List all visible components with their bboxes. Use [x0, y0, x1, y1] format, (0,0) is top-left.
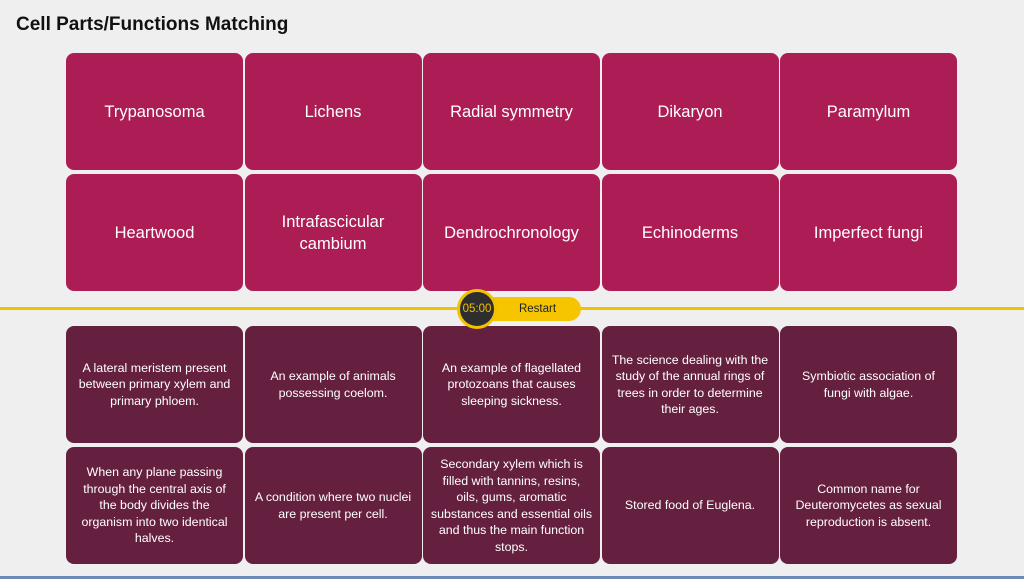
- term-tile[interactable]: Echinoderms: [601, 174, 779, 291]
- term-tile[interactable]: Trypanosoma: [66, 53, 243, 170]
- definition-tile[interactable]: The science dealing with the study of th…: [601, 326, 779, 443]
- term-tile[interactable]: Paramylum: [780, 53, 957, 170]
- definition-tile[interactable]: Stored food of Euglena.: [601, 447, 779, 564]
- term-tile[interactable]: Lichens: [244, 53, 422, 170]
- term-tile[interactable]: Dendrochronology: [423, 174, 600, 291]
- term-tile[interactable]: Radial symmetry: [423, 53, 600, 170]
- term-tile[interactable]: Heartwood: [66, 174, 243, 291]
- term-tile[interactable]: Dikaryon: [601, 53, 779, 170]
- definition-tile[interactable]: An example of flagellated protozoans tha…: [423, 326, 600, 443]
- page-title: Cell Parts/Functions Matching: [16, 14, 289, 35]
- term-tile[interactable]: Intrafascicular cambium: [244, 174, 422, 291]
- timer-badge: 05:00: [457, 289, 497, 329]
- bottom-border: [0, 576, 1024, 579]
- definition-tile[interactable]: Symbiotic association of fungi with alga…: [780, 326, 957, 443]
- term-tile[interactable]: Imperfect fungi: [780, 174, 957, 291]
- definitions-grid: A lateral meristem present between prima…: [66, 326, 957, 564]
- definition-tile[interactable]: A condition where two nuclei are present…: [244, 447, 422, 564]
- definition-tile[interactable]: When any plane passing through the centr…: [66, 447, 243, 564]
- definition-tile[interactable]: A lateral meristem present between prima…: [66, 326, 243, 443]
- definition-tile[interactable]: Secondary xylem which is filled with tan…: [423, 447, 600, 564]
- definition-tile[interactable]: Common name for Deuteromycetes as sexual…: [780, 447, 957, 564]
- terms-grid: Trypanosoma Lichens Radial symmetry Dika…: [66, 53, 957, 291]
- restart-button[interactable]: Restart: [484, 297, 581, 321]
- definition-tile[interactable]: An example of animals possessing coelom.: [244, 326, 422, 443]
